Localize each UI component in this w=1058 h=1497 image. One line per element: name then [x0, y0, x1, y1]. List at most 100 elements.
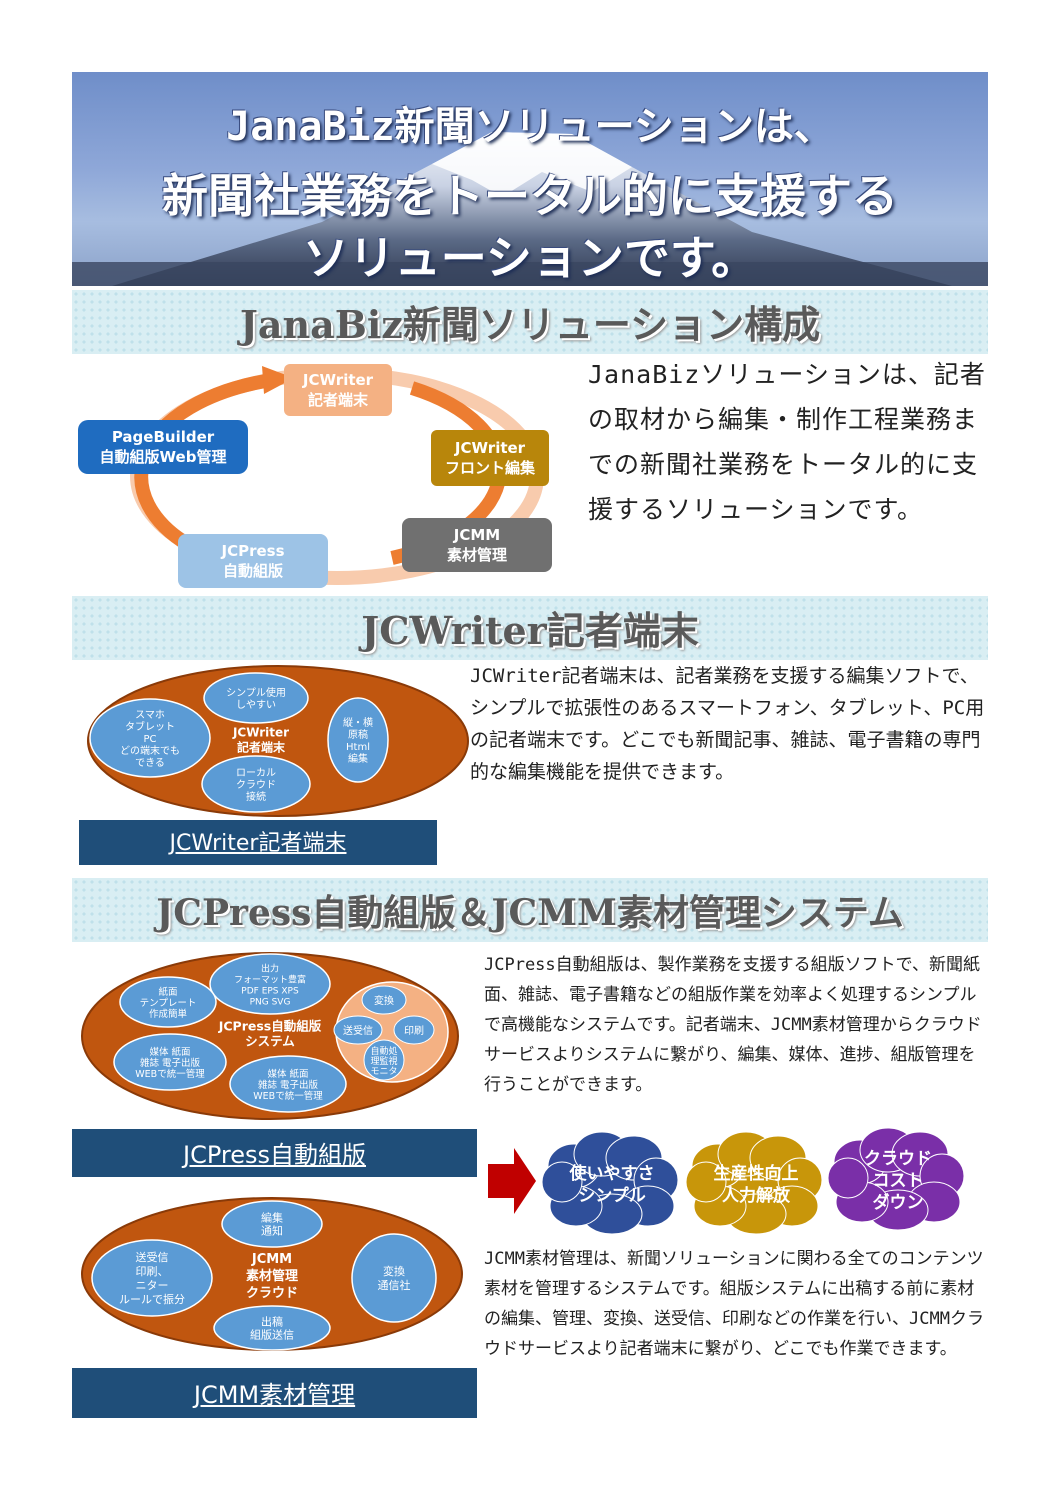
diagram-label: 紙面 [158, 986, 177, 998]
diagram-label: 印刷 [404, 1025, 424, 1037]
diagram-label: タブレット [125, 720, 175, 733]
diagram-label: 変換 [374, 994, 394, 1007]
solution-paragraph: JanaBizソリューションは、記者の取材から編集・制作工程業務までの新聞社業務… [588, 360, 986, 524]
diagram-center-label: クラウド [246, 1286, 298, 1301]
diagram-label: 出稿 [261, 1315, 283, 1329]
diagram-label: 雑誌 電子出版 [258, 1079, 319, 1091]
cloud-label: ダウン [873, 1192, 924, 1213]
node-pb-l2: 自動組版Web管理 [99, 448, 227, 466]
diagram-label: 通知 [261, 1224, 283, 1238]
solution-cycle-diagram: JCWriter 記者端末 JCWriter フロント編集 JCMM 素材管理 … [72, 358, 582, 594]
mount-fuji-image [72, 132, 988, 286]
diagram-label: ルールで振分 [119, 1292, 185, 1306]
arrow-right-icon [488, 1148, 536, 1214]
diagram-label: WEBで統一管理 [253, 1090, 323, 1102]
hero-line-3: ソリューションです。 [302, 231, 758, 285]
diagram-label: 原稿 [348, 728, 368, 741]
diagram-label: 媒体 紙面 [267, 1068, 308, 1080]
diagram-label: クラウド [236, 779, 276, 791]
diagram-label: 縦・横 [343, 716, 373, 729]
hero-banner: JanaBiz新聞ソリューションは、 新聞社業務をトータル的に支援する ソリュー… [72, 72, 988, 286]
hero-line-1: JanaBiz新聞ソリューションは、 [226, 104, 834, 150]
cloud-label: コスト [873, 1171, 924, 1191]
jcpress-caption: JCPress自動組版 [72, 1129, 477, 1177]
cloud-shape [685, 1161, 727, 1203]
diagram-label: 自動処 [370, 1045, 397, 1057]
diagram-center-label: 記者端末 [237, 740, 286, 755]
diagram-label: 作成簡単 [149, 1008, 188, 1020]
diagram-label: 印刷、 [136, 1265, 169, 1278]
jcmm-paragraph: JCMM素材管理は、新聞ソリューションに関わる全てのコンテンツ素材を管理するシス… [484, 1249, 984, 1359]
cloud-label: クラウド [864, 1149, 932, 1169]
section-band-jcwriter: JCWriter記者端末 [72, 596, 988, 660]
diagram-label: 編集 [348, 752, 368, 765]
diagram-center-label: システム [245, 1034, 295, 1049]
diagram-center-label: 素材管理 [246, 1268, 298, 1284]
diagram-label: PNG SVG [250, 998, 291, 1008]
diagram-label: 雑誌 電子出版 [140, 1057, 201, 1069]
node-jcpress-l2: 自動組版 [222, 562, 283, 580]
node-front-l1: JCWriter [454, 439, 526, 457]
cloud-shape [827, 1157, 869, 1199]
diagram-label: フォーマット豊富 [234, 974, 306, 986]
jcwriter-caption: JCWriter記者端末 [79, 820, 437, 865]
node-pagebuilder: PageBuilder 自動組版Web管理 [78, 420, 248, 474]
diagram-label: 編集 [261, 1211, 283, 1225]
diagram-label: PDF EPS XPS [241, 987, 299, 997]
diagram-label: Html [346, 742, 370, 753]
diagram-label: しやすい [236, 699, 276, 711]
node-jcmm-l2: 素材管理 [446, 546, 507, 564]
jcmm-caption: JCMM素材管理 [72, 1368, 477, 1418]
diagram-label: 通信社 [378, 1278, 411, 1292]
cloud-shape [541, 1161, 583, 1203]
diagram-label: シンプル使用 [226, 686, 286, 699]
jcwriter-paragraph: JCWriter記者端末は、記者業務を支援する編集ソフトで、シンプルで拡張性のあ… [470, 665, 985, 783]
section-band-solution: JanaBiz新聞ソリューション構成 [72, 290, 988, 354]
diagram-label: 媒体 紙面 [149, 1046, 190, 1058]
cloud-label: 人力解放 [722, 1185, 791, 1206]
diagram-label: 理監視 [370, 1055, 397, 1067]
node-jcwriter-l1: JCWriter [302, 371, 374, 389]
diagram-label: どの端末でも [120, 744, 180, 757]
diagram-label: 変換 [383, 1264, 405, 1278]
diagram-label: 接続 [246, 790, 266, 803]
node-jcpress: JCPress 自動組版 [178, 534, 328, 588]
node-jcwriter: JCWriter 記者端末 [284, 364, 392, 416]
diagram-label: WEBで統一管理 [135, 1068, 205, 1080]
diagram-label: ニター [136, 1279, 169, 1292]
node-jcmm-l1: JCMM [453, 526, 501, 544]
diagram-label: モニタ [370, 1066, 397, 1077]
diagram-label: 送受信 [343, 1024, 373, 1037]
diagram-label: 出力 [261, 963, 279, 975]
hero-line-2: 新聞社業務をトータル的に支援する [162, 169, 898, 223]
diagram-center-label: JCMM [251, 1252, 292, 1267]
diagram-label: ローカル [236, 767, 276, 779]
node-jcmm: JCMM 素材管理 [402, 518, 552, 572]
diagram-label: スマホ [135, 709, 165, 721]
node-front-edit: JCWriter フロント編集 [431, 430, 549, 486]
section-title: JanaBiz新聞ソリューション構成 [239, 302, 821, 347]
diagram-label: テンプレート [140, 998, 197, 1009]
diagram-label: 送受信 [136, 1250, 169, 1264]
node-pb-l1: PageBuilder [111, 428, 215, 446]
section-title: JCPress自動組版＆JCMM素材管理システム [156, 892, 904, 934]
cloud-label: 生産性向上 [714, 1163, 799, 1184]
jcpress-paragraph: JCPress自動組版は、製作業務を支援する組版ソフトで、新聞紙面、雑誌、電子書… [484, 955, 982, 1095]
diagram-center-label: JCPress自動組版 [218, 1019, 322, 1034]
diagram-label: できる [135, 757, 165, 769]
cloud-label: 使いやすさ [569, 1163, 655, 1184]
diagram-center-label: JCWriter [232, 726, 289, 740]
diagram-label: PC [143, 734, 156, 745]
node-jcpress-l1: JCPress [221, 542, 285, 560]
diagram-label: 組版送信 [250, 1328, 294, 1342]
node-front-l2: フロント編集 [444, 459, 535, 477]
section-title: JCWriter記者端末 [361, 608, 699, 653]
cloud-label: シンプル [578, 1185, 646, 1206]
node-jcwriter-l2: 記者端末 [307, 391, 368, 409]
